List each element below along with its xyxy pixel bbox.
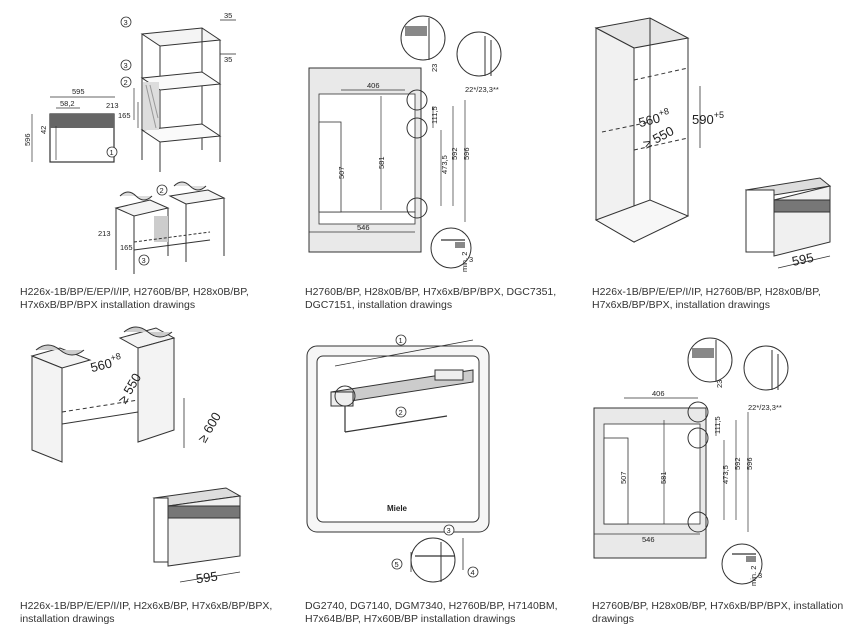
dim-596-6: 596 bbox=[745, 457, 754, 470]
svg-text:3: 3 bbox=[124, 61, 128, 70]
panel-6: 406 507 581 546 111,5 473,5 592 596 23 2… bbox=[592, 320, 856, 630]
panel-6-drawing: 406 507 581 546 111,5 473,5 592 596 23 2… bbox=[593, 337, 789, 586]
callout-2-5: 2 bbox=[395, 406, 407, 418]
svg-text:5: 5 bbox=[395, 560, 399, 569]
svg-text:3: 3 bbox=[447, 526, 451, 535]
svg-text:3: 3 bbox=[124, 18, 128, 27]
dim-473-5-6: 473,5 bbox=[721, 465, 730, 484]
dim-507-6: 507 bbox=[619, 471, 628, 484]
tall-cabinet bbox=[140, 27, 222, 172]
dim-507: 507 bbox=[337, 166, 346, 179]
panel-4-caption: H226x-1B/BP/E/EP/I/IP, H2x6xB/BP, H7x6xB… bbox=[20, 600, 273, 625]
dim-213-under: 213 bbox=[98, 229, 111, 238]
panel-1-drawing: 35 35 3 3 2 213 165 595 58,2 bbox=[23, 11, 236, 274]
panel-2: 406 507 581 546 111,5 473,5 592 596 23 2… bbox=[305, 10, 575, 320]
panel-2-caption: H2760B/BP, H28x0B/BP, H7x6xB/BP/BPX, DGC… bbox=[305, 286, 557, 311]
dim-35-top: 35 bbox=[224, 11, 232, 20]
dim-165-under: 165 bbox=[120, 243, 133, 252]
dim-58-2: 58,2 bbox=[60, 99, 75, 108]
callout-2-under: 2 bbox=[156, 184, 168, 196]
svg-text:3: 3 bbox=[142, 256, 146, 265]
dim-3: 3 bbox=[469, 255, 473, 264]
dim-min-2-6: min. 2 bbox=[749, 566, 758, 586]
svg-text:2: 2 bbox=[399, 408, 403, 417]
oven-front-view: 595 58,2 596 42 1 bbox=[23, 87, 118, 163]
panel-5: 1 2 Miele 3 4 5 DG2740, DG7140, DGM7340,… bbox=[305, 320, 575, 630]
dim-600-4: ≥ 600 bbox=[195, 410, 224, 446]
callout-4-5: 4 bbox=[467, 566, 479, 578]
dim-23: 23 bbox=[430, 64, 439, 72]
svg-text:1: 1 bbox=[399, 336, 403, 345]
panel-3: 560+8 ≥ 550 590+5 595 H226x-1B/BP/E/EP/I… bbox=[592, 10, 856, 320]
dim-581: 581 bbox=[377, 156, 386, 169]
dim-596: 596 bbox=[462, 147, 471, 160]
dim-595-3: 595 bbox=[791, 250, 815, 269]
callout-3-5: 3 bbox=[443, 524, 455, 536]
dim-595: 595 bbox=[72, 87, 85, 96]
panel-1: 35 35 3 3 2 213 165 595 58,2 bbox=[20, 10, 290, 320]
svg-text:2: 2 bbox=[160, 186, 164, 195]
panel-5-drawing: 1 2 Miele 3 4 5 bbox=[306, 334, 490, 583]
panel-4-drawing: 560+8 ≥ 550 ≥ 600 595 bbox=[30, 326, 242, 586]
tall-cabinet-3 bbox=[594, 17, 690, 243]
callout-1-5: 1 bbox=[395, 334, 407, 346]
dim-590-5: 590+5 bbox=[692, 110, 724, 127]
callout-2: 2 bbox=[120, 76, 132, 88]
panel-2-drawing: 406 507 581 546 111,5 473,5 592 596 23 2… bbox=[308, 15, 502, 272]
panel-1-caption: H226x-1B/BP/E/EP/I/IP, H2760B/BP, H28x0B… bbox=[20, 286, 249, 311]
dim-406: 406 bbox=[367, 81, 380, 90]
dim-3-6: 3 bbox=[758, 571, 762, 580]
dim-406-6: 406 bbox=[652, 389, 665, 398]
dim-592-6: 592 bbox=[733, 457, 742, 470]
dim-min-2: min. 2 bbox=[460, 252, 469, 272]
oven-3d-4 bbox=[152, 487, 242, 567]
dim-596: 596 bbox=[23, 133, 32, 146]
panel-3-drawing: 560+8 ≥ 550 590+5 595 bbox=[594, 17, 832, 269]
callout-3-top: 3 bbox=[120, 16, 132, 28]
dim-35-mid: 35 bbox=[224, 55, 232, 64]
dim-560-8: 560+8 bbox=[636, 106, 671, 130]
dim-213: 213 bbox=[106, 101, 119, 110]
dim-23-6: 23 bbox=[715, 380, 724, 388]
panel-4: 560+8 ≥ 550 ≥ 600 595 H226x-1B/BP/E/EP/I… bbox=[20, 320, 290, 630]
dim-22-23: 22*/23,3** bbox=[465, 85, 499, 94]
svg-text:4: 4 bbox=[471, 568, 475, 577]
under-counter-cabinet bbox=[114, 181, 226, 274]
svg-text:2: 2 bbox=[124, 78, 128, 87]
callout-3-under: 3 bbox=[138, 254, 150, 266]
dim-546-6: 546 bbox=[642, 535, 655, 544]
callout-1: 1 bbox=[110, 148, 114, 157]
callout-3-mid: 3 bbox=[120, 59, 132, 71]
dim-165: 165 bbox=[118, 111, 131, 120]
dim-595-4: 595 bbox=[195, 568, 219, 586]
dim-42: 42 bbox=[39, 126, 48, 134]
panel-5-caption: DG2740, DG7140, DGM7340, H2760B/BP, H714… bbox=[305, 600, 558, 625]
dim-473-5: 473,5 bbox=[440, 155, 449, 174]
oven-front-5 bbox=[306, 345, 490, 533]
dim-581-6: 581 bbox=[659, 471, 668, 484]
dim-546: 546 bbox=[357, 223, 370, 232]
dim-111-5: 111,5 bbox=[430, 106, 439, 124]
oven-3d bbox=[744, 177, 832, 257]
under-counter-cabinet-4 bbox=[30, 326, 176, 463]
panel-6-caption: H2760B/BP, H28x0B/BP, H7x6xB/BP/BPX, ins… bbox=[592, 600, 844, 625]
dim-22-23-6: 22*/23,3** bbox=[748, 403, 782, 412]
dim-560-8-4: 560+8 bbox=[88, 351, 123, 375]
callout-5-5: 5 bbox=[391, 558, 403, 570]
brand-logo: Miele bbox=[387, 504, 408, 513]
panel-3-caption: H226x-1B/BP/E/EP/I/IP, H2760B/BP, H28x0B… bbox=[592, 286, 821, 311]
dim-592: 592 bbox=[450, 147, 459, 160]
dim-111-5-6: 111,5 bbox=[713, 416, 722, 434]
